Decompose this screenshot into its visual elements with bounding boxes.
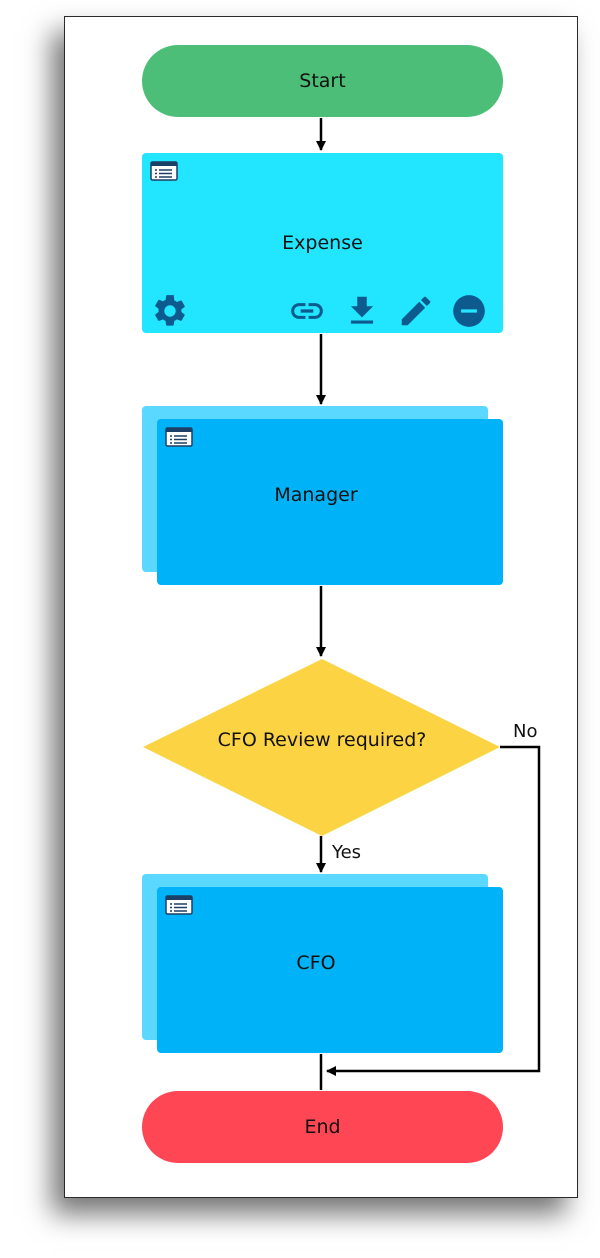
edge-decision-end-no [326,745,541,1076]
pencil-icon[interactable] [397,292,435,330]
manager-node[interactable]: Manager [157,419,503,585]
start-node[interactable]: Start [142,45,503,117]
decision-text: CFO Review required? [143,720,501,760]
cfo-label: CFO [296,952,336,974]
link-icon[interactable] [288,292,326,330]
form-icon [150,161,178,181]
gear-icon[interactable] [151,292,189,330]
form-icon [165,895,193,915]
minus-circle-icon[interactable] [450,292,488,330]
end-node[interactable]: End [142,1091,503,1163]
start-label: Start [299,70,346,92]
expense-label: Expense [282,232,363,254]
download-icon[interactable] [343,292,381,330]
cfo-node[interactable]: CFO [157,887,503,1053]
form-icon [165,427,193,447]
manager-label: Manager [274,484,358,506]
yes-edge-label: Yes [332,842,362,863]
no-edge-label: No [513,721,538,742]
end-label: End [304,1116,341,1138]
expense-node[interactable]: Expense [142,153,503,333]
decision-label: CFO Review required? [217,729,427,751]
